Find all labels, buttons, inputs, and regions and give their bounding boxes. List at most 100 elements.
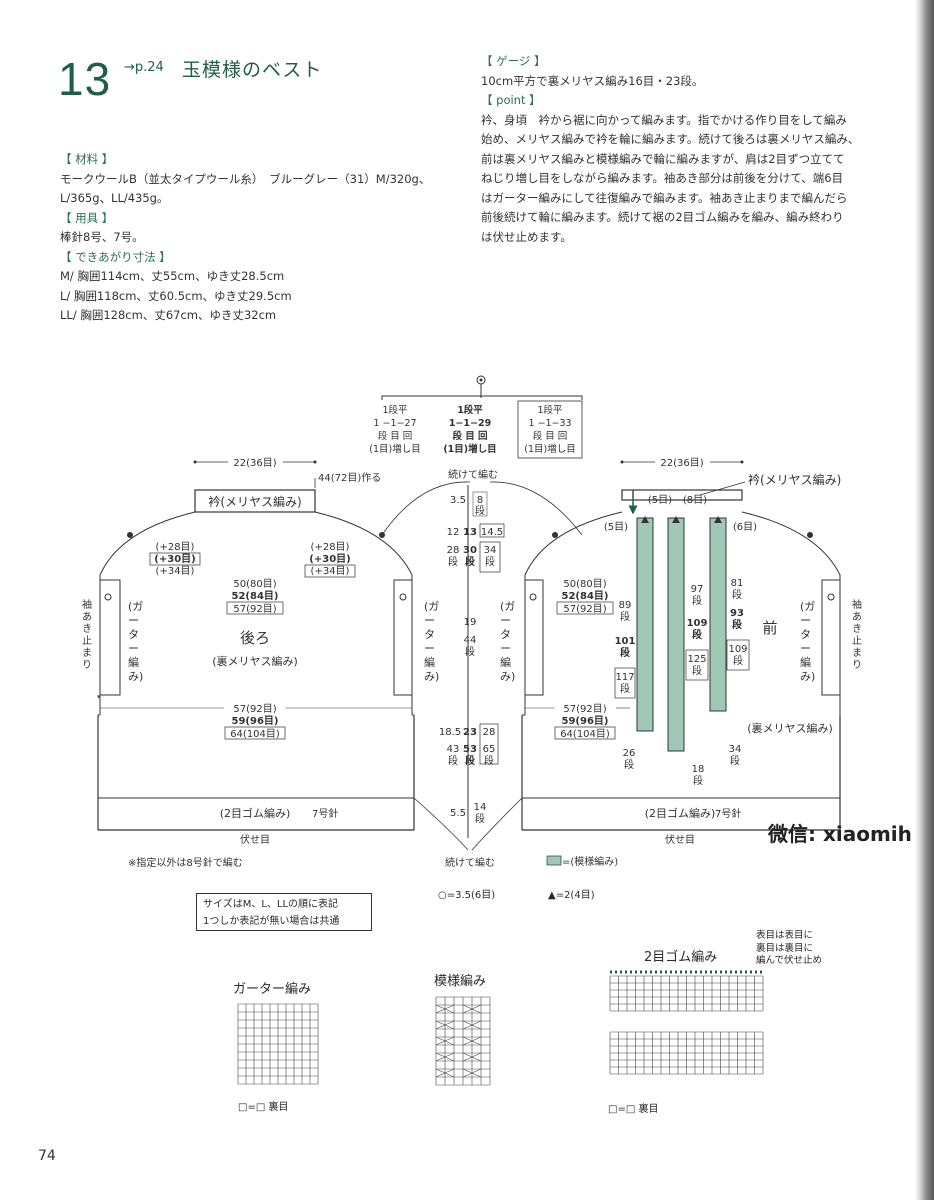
bind-off-back: 伏せ目	[240, 833, 270, 846]
width-22-back: 22(36目)	[233, 458, 276, 469]
rib-legend: □=□ 裏目	[608, 1104, 659, 1115]
needle-7-front: 7号針	[715, 807, 741, 820]
front-label: 前	[762, 619, 777, 637]
schematic-diagram: 1段平 1 −1−27 段 目 回 (1目)増し目 1段平 1−1−29 段 目…	[82, 375, 862, 869]
svg-text:1段平: 1段平	[457, 404, 483, 416]
svg-text:段: 段	[484, 754, 494, 767]
increase-box-ll: 1段平 1 −1−33 段 目 回 (1目)増し目	[524, 404, 575, 455]
svg-text:段 目 回: 段 目 回	[452, 430, 487, 442]
garter-chart-title: ガーター編み	[233, 982, 312, 997]
point-line: 始め、メリヤス編みで衿を輪に編みます。続けて後ろは裏メリヤス編み、	[481, 132, 860, 146]
svg-text:(5目): (5目)	[604, 522, 628, 533]
svg-text:段: 段	[620, 646, 630, 659]
circle-legend: ○=3.5(6目)	[438, 890, 496, 901]
tools-text: 棒針8号、7号。	[60, 230, 144, 244]
svg-text:(1目)増し目: (1目)増し目	[369, 443, 420, 455]
svg-text:125: 125	[687, 654, 706, 665]
size-heading: 【 できあがり寸法 】	[60, 249, 171, 264]
svg-text:89: 89	[619, 600, 632, 611]
continue-knit-top: 続けて編む	[448, 468, 498, 481]
svg-text:109: 109	[687, 618, 708, 629]
svg-text:64(104目): 64(104目)	[560, 729, 610, 740]
svg-text:段: 段	[624, 758, 634, 771]
svg-text:段: 段	[485, 555, 495, 568]
needle-8-note: ※指定以外は8号針で編む	[128, 856, 243, 869]
svg-text:43: 43	[447, 744, 460, 755]
svg-text:(+30目): (+30目)	[309, 553, 350, 565]
materials-heading: 【 材料 】	[60, 152, 114, 166]
svg-text:段: 段	[448, 555, 458, 568]
garter-back-left: (ガーター編み)	[128, 600, 143, 683]
width-22-front: 22(36目)	[660, 458, 703, 469]
gauge-heading: 【 ゲージ 】	[481, 54, 546, 68]
page-reference: →p.24	[124, 60, 164, 75]
rib-label-back: (2目ゴム編み)	[220, 806, 291, 820]
svg-text:14: 14	[474, 802, 487, 813]
point-line: ねじり増し目をしながら編みます。袖あき部分は前後を分けて、端6目	[481, 171, 844, 185]
pattern-strip	[709, 517, 727, 712]
svg-text:1段平: 1段平	[537, 404, 563, 416]
pattern-chart-title: 模様編み	[434, 974, 487, 989]
svg-text:57(92目): 57(92目)	[233, 704, 276, 715]
svg-text:50(80目): 50(80目)	[563, 579, 606, 590]
svg-text:段: 段	[465, 754, 475, 767]
tools-heading: 【 用具 】	[60, 210, 114, 225]
svg-text:14.5: 14.5	[481, 527, 503, 538]
pattern-number: 13	[58, 53, 112, 105]
bind-off-front: 伏せ目	[665, 833, 695, 846]
svg-text:1段平: 1段平	[382, 404, 408, 416]
point-line: は伏せ止めます。	[481, 229, 572, 244]
svg-text:段: 段	[620, 610, 630, 623]
svg-text:52(84目): 52(84目)	[232, 590, 279, 602]
svg-text:81: 81	[731, 578, 744, 589]
svg-text:(+34目): (+34目)	[311, 566, 350, 577]
garter-front-left: (ガーター編み)	[500, 600, 515, 683]
svg-text:段: 段	[465, 555, 475, 568]
svg-text:段 目 回: 段 目 回	[533, 430, 568, 442]
svg-text:50(80目): 50(80目)	[233, 579, 276, 590]
svg-text:52(84目): 52(84目)	[562, 590, 609, 602]
collar-back-label: 衿(メリヤス編み)	[208, 494, 301, 509]
svg-text:19: 19	[464, 617, 477, 628]
front-piece: 衿(メリヤス編み) (2目ゴム編み) 7号針 伏せ目	[521, 472, 841, 846]
svg-text:5.5: 5.5	[450, 808, 466, 819]
pattern-chart	[435, 996, 491, 1086]
size-l: L/ 胸囲118cm、丈60.5cm、ゆき丈29.5cm	[60, 288, 292, 303]
svg-text:段: 段	[692, 594, 702, 607]
svg-text:30: 30	[463, 545, 477, 556]
svg-text:段: 段	[692, 628, 702, 641]
svg-text:44: 44	[464, 635, 477, 646]
svg-text:117: 117	[615, 672, 634, 683]
back-piece: 衿(メリヤス編み) (2目ゴム編み) 7号針 伏せ目	[97, 489, 415, 846]
point-line: はガーター編みにして往復編みで編みます。袖あき止まりまで編んだら	[481, 190, 848, 205]
front-subtitle: (裏メリヤス編み)	[747, 721, 833, 735]
pattern-strip	[636, 517, 654, 732]
svg-text:109: 109	[728, 644, 747, 655]
svg-text:34: 34	[484, 545, 497, 556]
svg-text:段 目 回: 段 目 回	[378, 430, 413, 442]
gauge-text: 10cm平方で裏メリヤス編み16目・23段。	[481, 73, 704, 88]
rib-chart-title: 2目ゴム編み	[644, 950, 718, 965]
size-m: M/ 胸囲114cm、丈55cm、ゆき丈28.5cm	[60, 269, 285, 283]
garter-front-right: (ガーター編み)	[800, 600, 815, 683]
page-binding-edge	[915, 0, 934, 1200]
svg-text:53: 53	[463, 744, 477, 755]
gauge-point-block: 【 ゲージ 】 10cm平方で裏メリヤス編み16目・23段。 【 point 】…	[481, 52, 901, 247]
needle-7-back: 7号針	[312, 807, 338, 820]
point-line: 衿、身頃 衿から裾に向かって編みます。指でかける作り目をして編み	[481, 112, 847, 127]
svg-text:段: 段	[465, 645, 475, 658]
point-line: 前後続けて輪に編みます。続けて裾の2目ゴム編みを編み、編み終わり	[481, 210, 844, 224]
svg-text:59(96目): 59(96目)	[232, 715, 279, 727]
svg-text:(+30目): (+30目)	[154, 553, 195, 565]
size-note-line: 1つしか表記が無い場合は共通	[203, 916, 340, 927]
collar-front-label: 衿(メリヤス編み)	[748, 472, 841, 487]
triangle-legend: ▲=2(4目)	[548, 890, 595, 901]
svg-text:段: 段	[475, 812, 485, 825]
svg-text:97: 97	[691, 584, 704, 595]
materials-line: L/365g、LL/435g。	[60, 191, 169, 205]
svg-text:18: 18	[692, 764, 705, 775]
svg-text:28: 28	[447, 545, 460, 556]
svg-text:23: 23	[463, 727, 477, 738]
rib-chart	[609, 970, 764, 1075]
rib-label-front: (2目ゴム編み)	[645, 806, 716, 820]
